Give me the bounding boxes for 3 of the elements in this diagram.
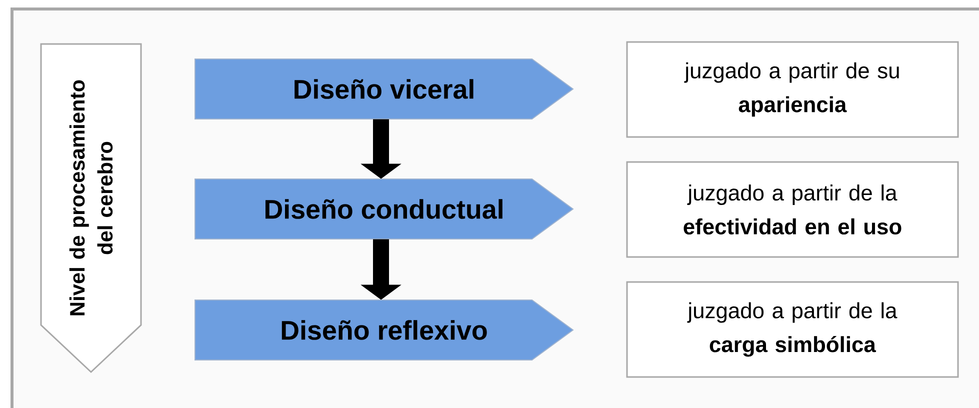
- text-box: juzgado a partir de la efectividad en el uso: [626, 161, 959, 258]
- text-box: juzgado a partir de su apariencia: [626, 41, 959, 138]
- text-box: juzgado a partir de la carga simbólica: [626, 281, 959, 378]
